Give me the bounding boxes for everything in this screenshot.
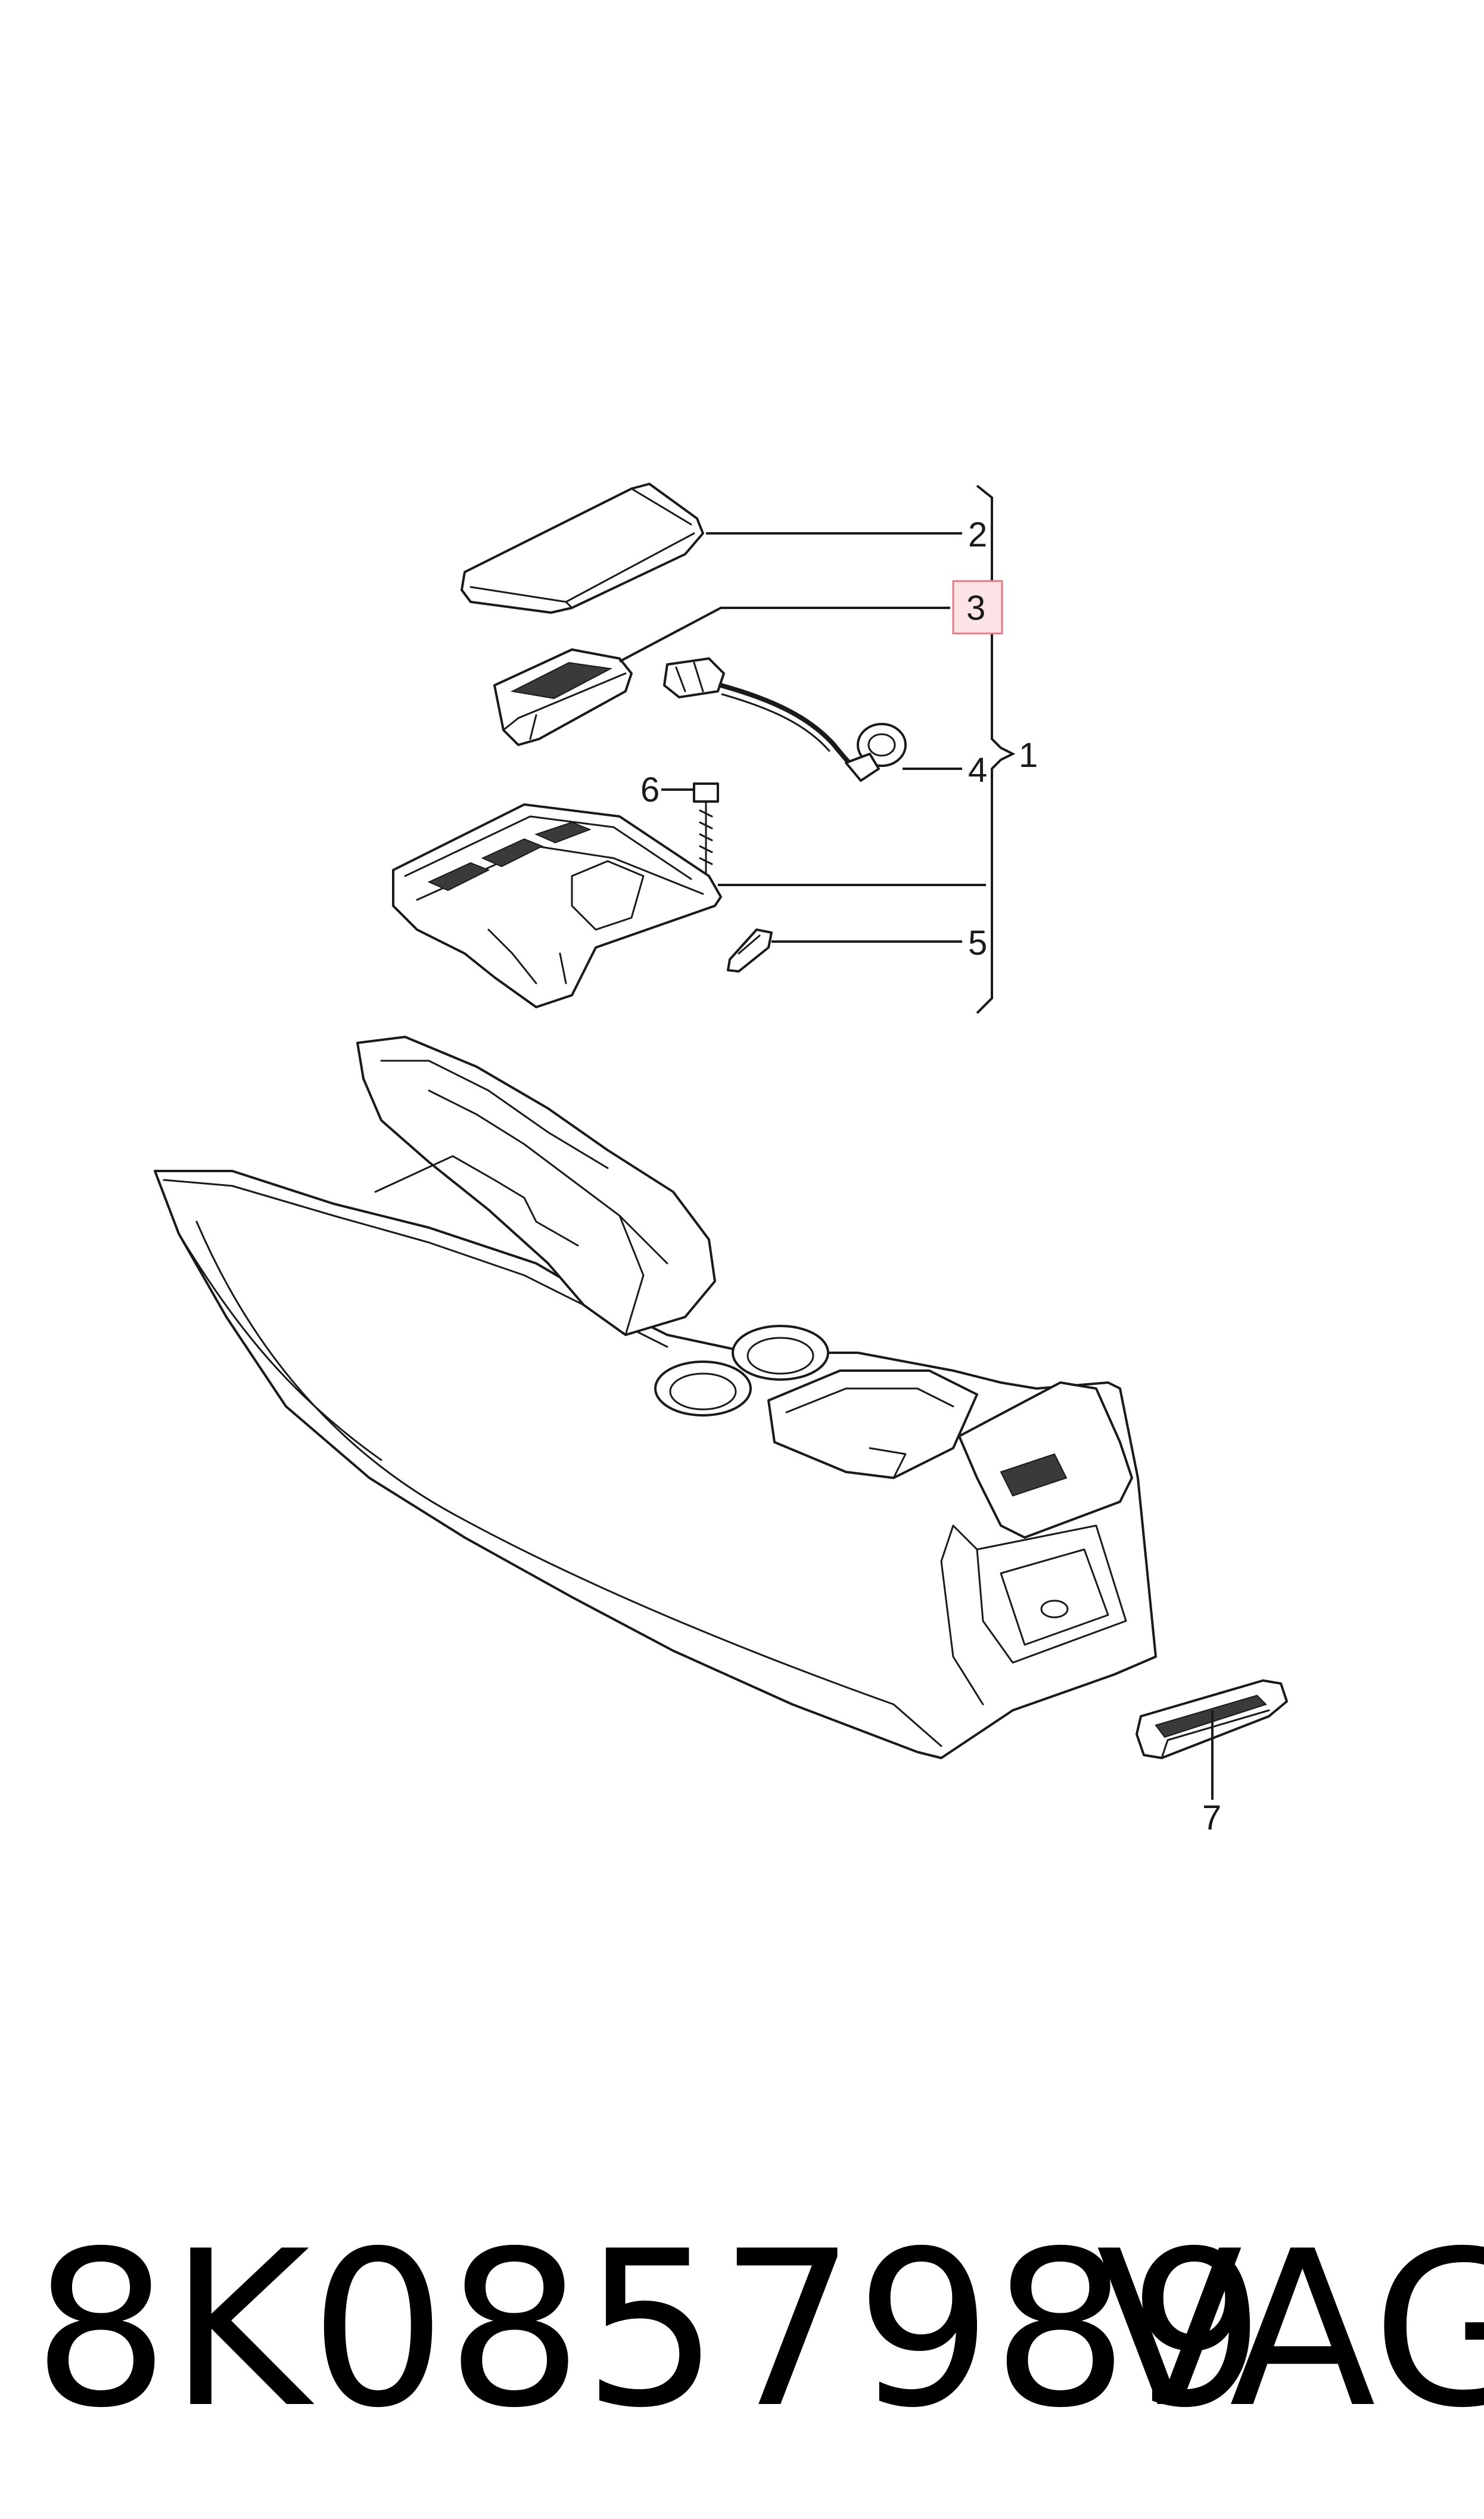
brand-name: VAG <box>1096 2205 1484 2455</box>
center-console-part <box>154 1036 1157 1759</box>
cable-harness-part <box>663 657 907 782</box>
screw-part <box>693 782 719 883</box>
bracket-frame-part <box>392 803 722 1008</box>
clip-part <box>727 928 773 973</box>
callout-1: 1 <box>1019 736 1038 775</box>
storage-tray-part <box>493 648 633 746</box>
callout-7: 7 <box>1202 1799 1221 1837</box>
part-number: 8K0857989 <box>33 2205 1265 2455</box>
callout-6: 6 <box>640 771 659 809</box>
callout-3-highlight <box>952 580 1003 635</box>
callout-2: 2 <box>968 515 987 554</box>
group-bracket <box>976 484 1016 1014</box>
callout-4: 4 <box>968 751 987 790</box>
callout-5: 5 <box>968 924 987 962</box>
lid-cover-part <box>461 483 704 614</box>
leader-lines <box>619 532 1214 1800</box>
callout-3: 3 <box>966 589 985 628</box>
